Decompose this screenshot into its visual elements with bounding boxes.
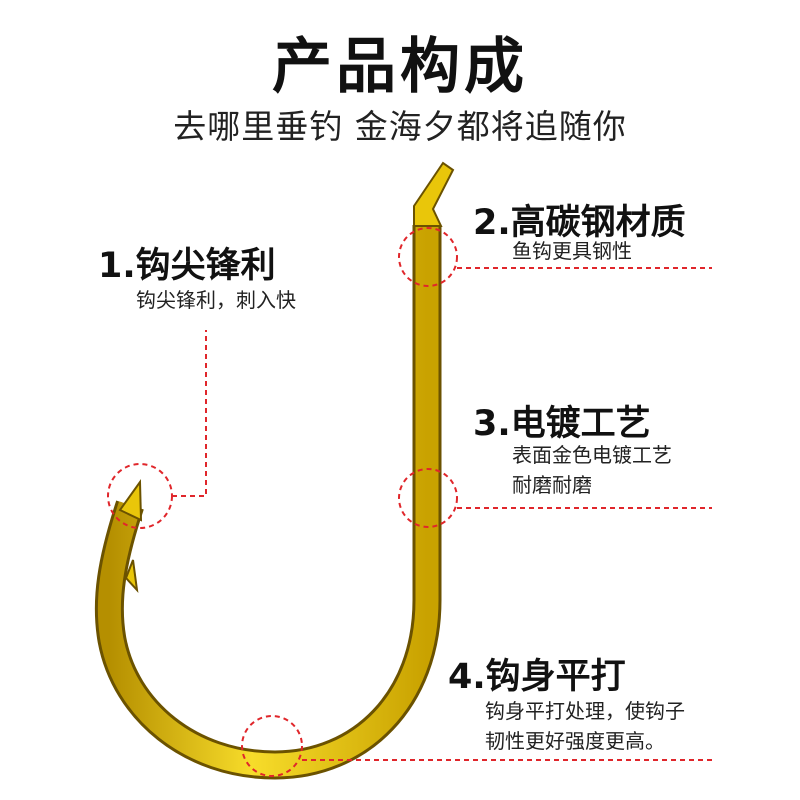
feature-title-material: 2.高碳钢材质: [473, 203, 686, 243]
callout-leader-tip: [172, 330, 207, 497]
feature-title-plating: 3.电镀工艺: [473, 404, 651, 444]
feature-desc-material: 鱼钩更具钢性: [512, 239, 632, 263]
feature-desc-flat-2: 韧性更好强度更高。: [485, 729, 665, 753]
page-title: 产品构成: [272, 32, 528, 102]
hook-shape: [94, 161, 455, 780]
feature-desc-tip: 钩尖锋利，刺入快: [136, 288, 296, 312]
feature-desc-flat-1: 钩身平打处理，使钩子: [485, 699, 685, 723]
feature-desc-plating-1: 表面金色电镀工艺: [512, 443, 672, 467]
page-subtitle: 去哪里垂钓 金海夕都将追随你: [173, 107, 627, 146]
callout-circle-flat: [241, 715, 303, 777]
feature-desc-plating-2: 耐磨耐磨: [512, 473, 592, 497]
callout-circle-plating: [398, 468, 458, 528]
feature-title-flat: 4.钩身平打: [448, 657, 626, 697]
feature-title-tip: 1.钩尖锋利: [98, 246, 276, 286]
callout-circle-material: [398, 227, 458, 287]
